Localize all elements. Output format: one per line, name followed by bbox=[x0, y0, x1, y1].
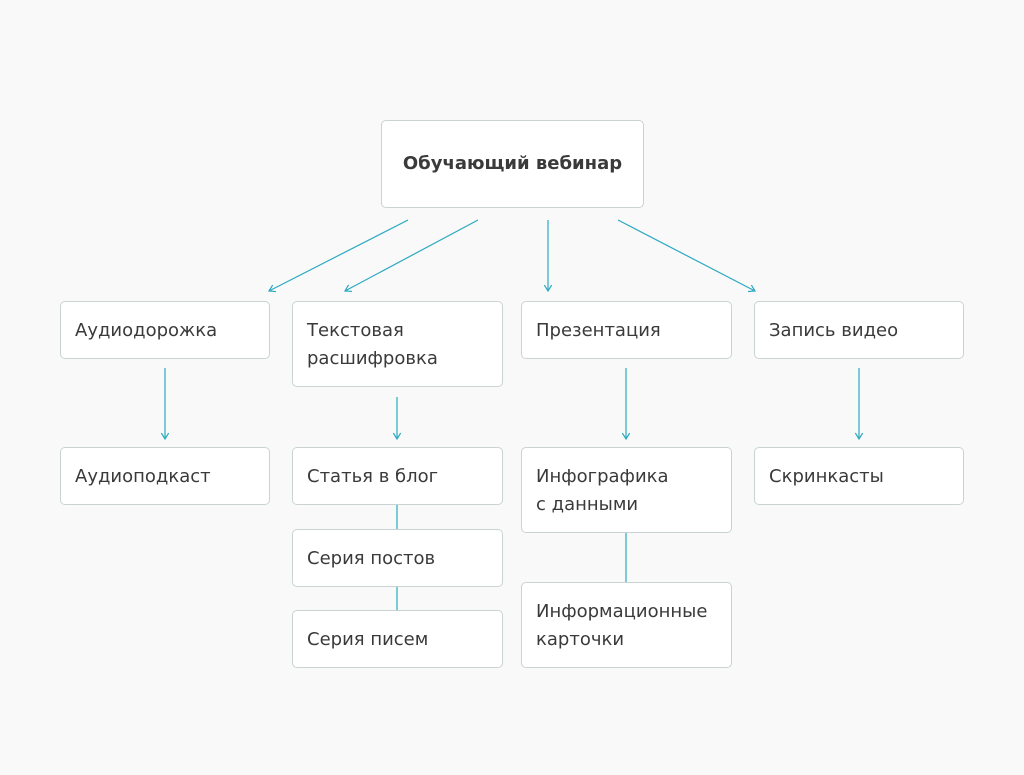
child-node-screencasts: Скринкасты bbox=[754, 447, 964, 505]
child-label: Инфографика с данными bbox=[536, 466, 669, 515]
branch-node-text-transcript: Текстовая расшифровка bbox=[292, 301, 503, 387]
child-node-audio-podcast: Аудиоподкаст bbox=[60, 447, 270, 505]
child-label: Серия писем bbox=[307, 629, 429, 650]
child-node-letter-series: Серия писем bbox=[292, 610, 503, 668]
child-label: Аудиоподкаст bbox=[75, 466, 211, 487]
arrow-root-to-audio-track-head bbox=[267, 284, 277, 293]
arrow-video-to-screencasts-head bbox=[854, 432, 864, 441]
arrow-presentation-to-infographic-head bbox=[621, 432, 631, 441]
root-node: Обучающий вебинар bbox=[381, 120, 644, 208]
arrow-root-to-presentation-head bbox=[543, 284, 553, 293]
branch-label: Запись видео bbox=[769, 320, 899, 341]
child-node-info-cards: Информационные карточки bbox=[521, 582, 732, 668]
branch-label: Аудиодорожка bbox=[75, 320, 218, 341]
arrow-root-to-video-recording-head bbox=[747, 284, 757, 293]
child-label: Информационные карточки bbox=[536, 601, 708, 650]
arrow-root-to-audio-track bbox=[268, 219, 409, 292]
branch-label: Текстовая расшифровка bbox=[307, 320, 438, 369]
child-node-blog-article: Статья в блог bbox=[292, 447, 503, 505]
arrow-root-to-text-transcript-head bbox=[343, 284, 353, 293]
root-label: Обучающий вебинар bbox=[402, 153, 623, 174]
branch-node-audio-track: Аудиодорожка bbox=[60, 301, 270, 359]
child-label: Скринкасты bbox=[769, 466, 884, 487]
child-node-post-series: Серия постов bbox=[292, 529, 503, 587]
branch-node-presentation: Презентация bbox=[521, 301, 732, 359]
arrow-root-to-text-transcript bbox=[344, 219, 479, 292]
branch-label: Презентация bbox=[536, 320, 661, 341]
child-node-infographic: Инфографика с данными bbox=[521, 447, 732, 533]
arrow-transcript-to-blog-head bbox=[392, 432, 402, 441]
branch-node-video-recording: Запись видео bbox=[754, 301, 964, 359]
child-label: Серия постов bbox=[307, 548, 436, 569]
arrow-audio-track-to-podcast-head bbox=[160, 432, 170, 441]
arrow-root-to-video-recording bbox=[617, 219, 756, 292]
child-label: Статья в блог bbox=[307, 466, 439, 487]
